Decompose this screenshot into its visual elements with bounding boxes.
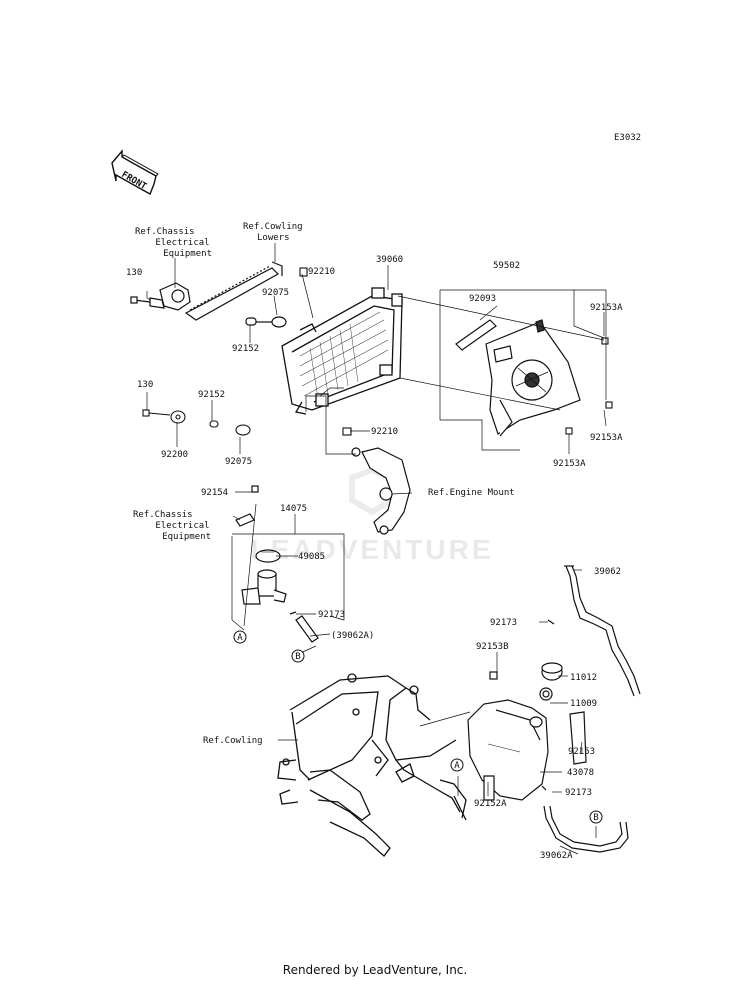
callout-92075-upper: 92075 [262, 288, 289, 298]
leader-lines [146, 243, 607, 855]
callout-92152-lower: 92152 [198, 390, 225, 400]
callout-39062a-lower: 39062A [540, 851, 573, 861]
cooling-fan-bracket-left [130, 261, 287, 328]
callout-59502: 59502 [493, 261, 520, 271]
callout-92075-lower: 92075 [225, 457, 252, 467]
diagram-id: E3032 [614, 133, 641, 143]
callout-ref-cowling: Ref.Cowling [203, 736, 263, 746]
callout-130-lower: 130 [137, 380, 153, 390]
callout-92154: 92154 [201, 488, 228, 498]
cowling-stay-frame [277, 673, 467, 857]
callout-92210-upper: 92210 [308, 267, 335, 277]
callout-39062: 39062 [594, 567, 621, 577]
svg-text:A: A [454, 761, 460, 771]
callout-92152-upper: 92152 [232, 344, 259, 354]
trim-92093 [455, 319, 497, 351]
callout-43078: 43078 [567, 768, 594, 778]
footer-credit: Rendered by LeadVenture, Inc. [282, 963, 468, 977]
callout-14075: 14075 [280, 504, 307, 514]
callout-49085: 49085 [298, 552, 325, 562]
callout-92153: 92153 [568, 747, 595, 757]
callout-ref-chassis-2: Ref.Chassis Electrical Equipment [133, 510, 215, 542]
hose-39062 [564, 565, 641, 697]
callout-92173-mid: 92173 [490, 618, 517, 628]
ref-marker-a-upper: A [233, 630, 247, 644]
callout-92173-lower: 92173 [565, 788, 592, 798]
watermark: LEADVENTURE [250, 466, 493, 565]
callout-39060: 39060 [376, 255, 403, 265]
fan-assembly-59502 [485, 319, 581, 437]
callout-11009: 11009 [570, 699, 597, 709]
watermark-text: LEADVENTURE [250, 534, 493, 565]
callout-ref-cowling-lowers: Ref.Cowling Lowers [243, 222, 308, 243]
callout-92153a-2: 92153A [590, 433, 623, 443]
callout-92093: 92093 [469, 294, 496, 304]
bracket-engine-mount [351, 447, 411, 535]
callout-11012: 11012 [570, 673, 597, 683]
ref-marker-a-lower: A [450, 758, 464, 772]
front-arrow-icon: FRONT [111, 149, 159, 195]
hose-39062a [543, 805, 629, 853]
svg-text:A: A [237, 633, 243, 643]
callout-92173-upper: 92173 [318, 610, 345, 620]
callout-92152a: 92152A [474, 799, 507, 809]
callout-92153a-3: 92153A [553, 459, 586, 469]
ref-marker-b-lower: B [589, 810, 603, 824]
callout-92200: 92200 [161, 450, 188, 460]
hardware-lower-left [142, 267, 613, 436]
svg-text:B: B [593, 813, 598, 823]
svg-text:B: B [295, 652, 300, 662]
radiator-39060 [281, 287, 403, 415]
callout-130-upper: 130 [126, 268, 142, 278]
callout-92210-lower: 92210 [371, 427, 398, 437]
callout-ref-chassis-1: Ref.Chassis Electrical Equipment [135, 227, 215, 259]
filler-neck-14075 [235, 485, 319, 643]
callout-ref-engine-mount: Ref.Engine Mount [428, 488, 515, 498]
callout-92153a-1: 92153A [590, 303, 623, 313]
callout-92153b: 92153B [476, 642, 509, 652]
ref-marker-b-upper: B [291, 649, 305, 663]
callout-39062a-upper: (39062A) [331, 631, 374, 641]
reservoir-tank [467, 619, 587, 801]
